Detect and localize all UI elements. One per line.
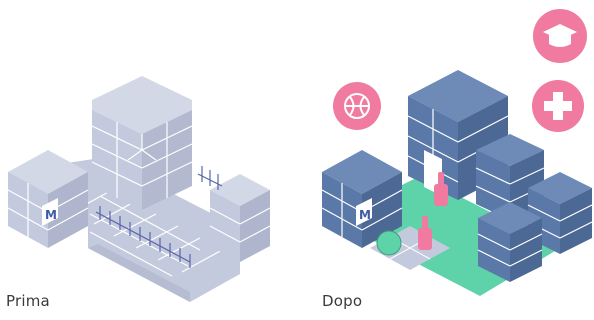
- metro-sign-icon: M: [42, 198, 58, 226]
- before-right-block: [209, 174, 271, 262]
- medical-cross-icon: [532, 80, 584, 132]
- after-mid-block: [475, 134, 545, 220]
- after-label: Dopo: [322, 292, 363, 310]
- before-ground-grid: [71, 189, 223, 277]
- graduation-cap-icon: [533, 9, 587, 63]
- before-ground-front: [88, 244, 190, 302]
- after-front-block: [477, 202, 543, 282]
- svg-text:M: M: [359, 208, 371, 222]
- after-panel: M: [321, 9, 593, 296]
- after-tower: [407, 70, 509, 200]
- before-tower: [91, 76, 193, 210]
- before-fence: [95, 166, 223, 268]
- before-label: Prima: [6, 292, 50, 310]
- bottle-icon: [418, 216, 432, 250]
- before-left-block: M: [7, 150, 89, 248]
- svg-text:M: M: [45, 208, 57, 222]
- metro-sign-icon: M: [356, 198, 372, 226]
- after-left-block: M: [321, 150, 403, 248]
- tree-icon: [376, 230, 402, 256]
- before-panel: M: [7, 76, 271, 302]
- basketball-icon: [333, 82, 381, 130]
- bottle-icon: [434, 172, 448, 206]
